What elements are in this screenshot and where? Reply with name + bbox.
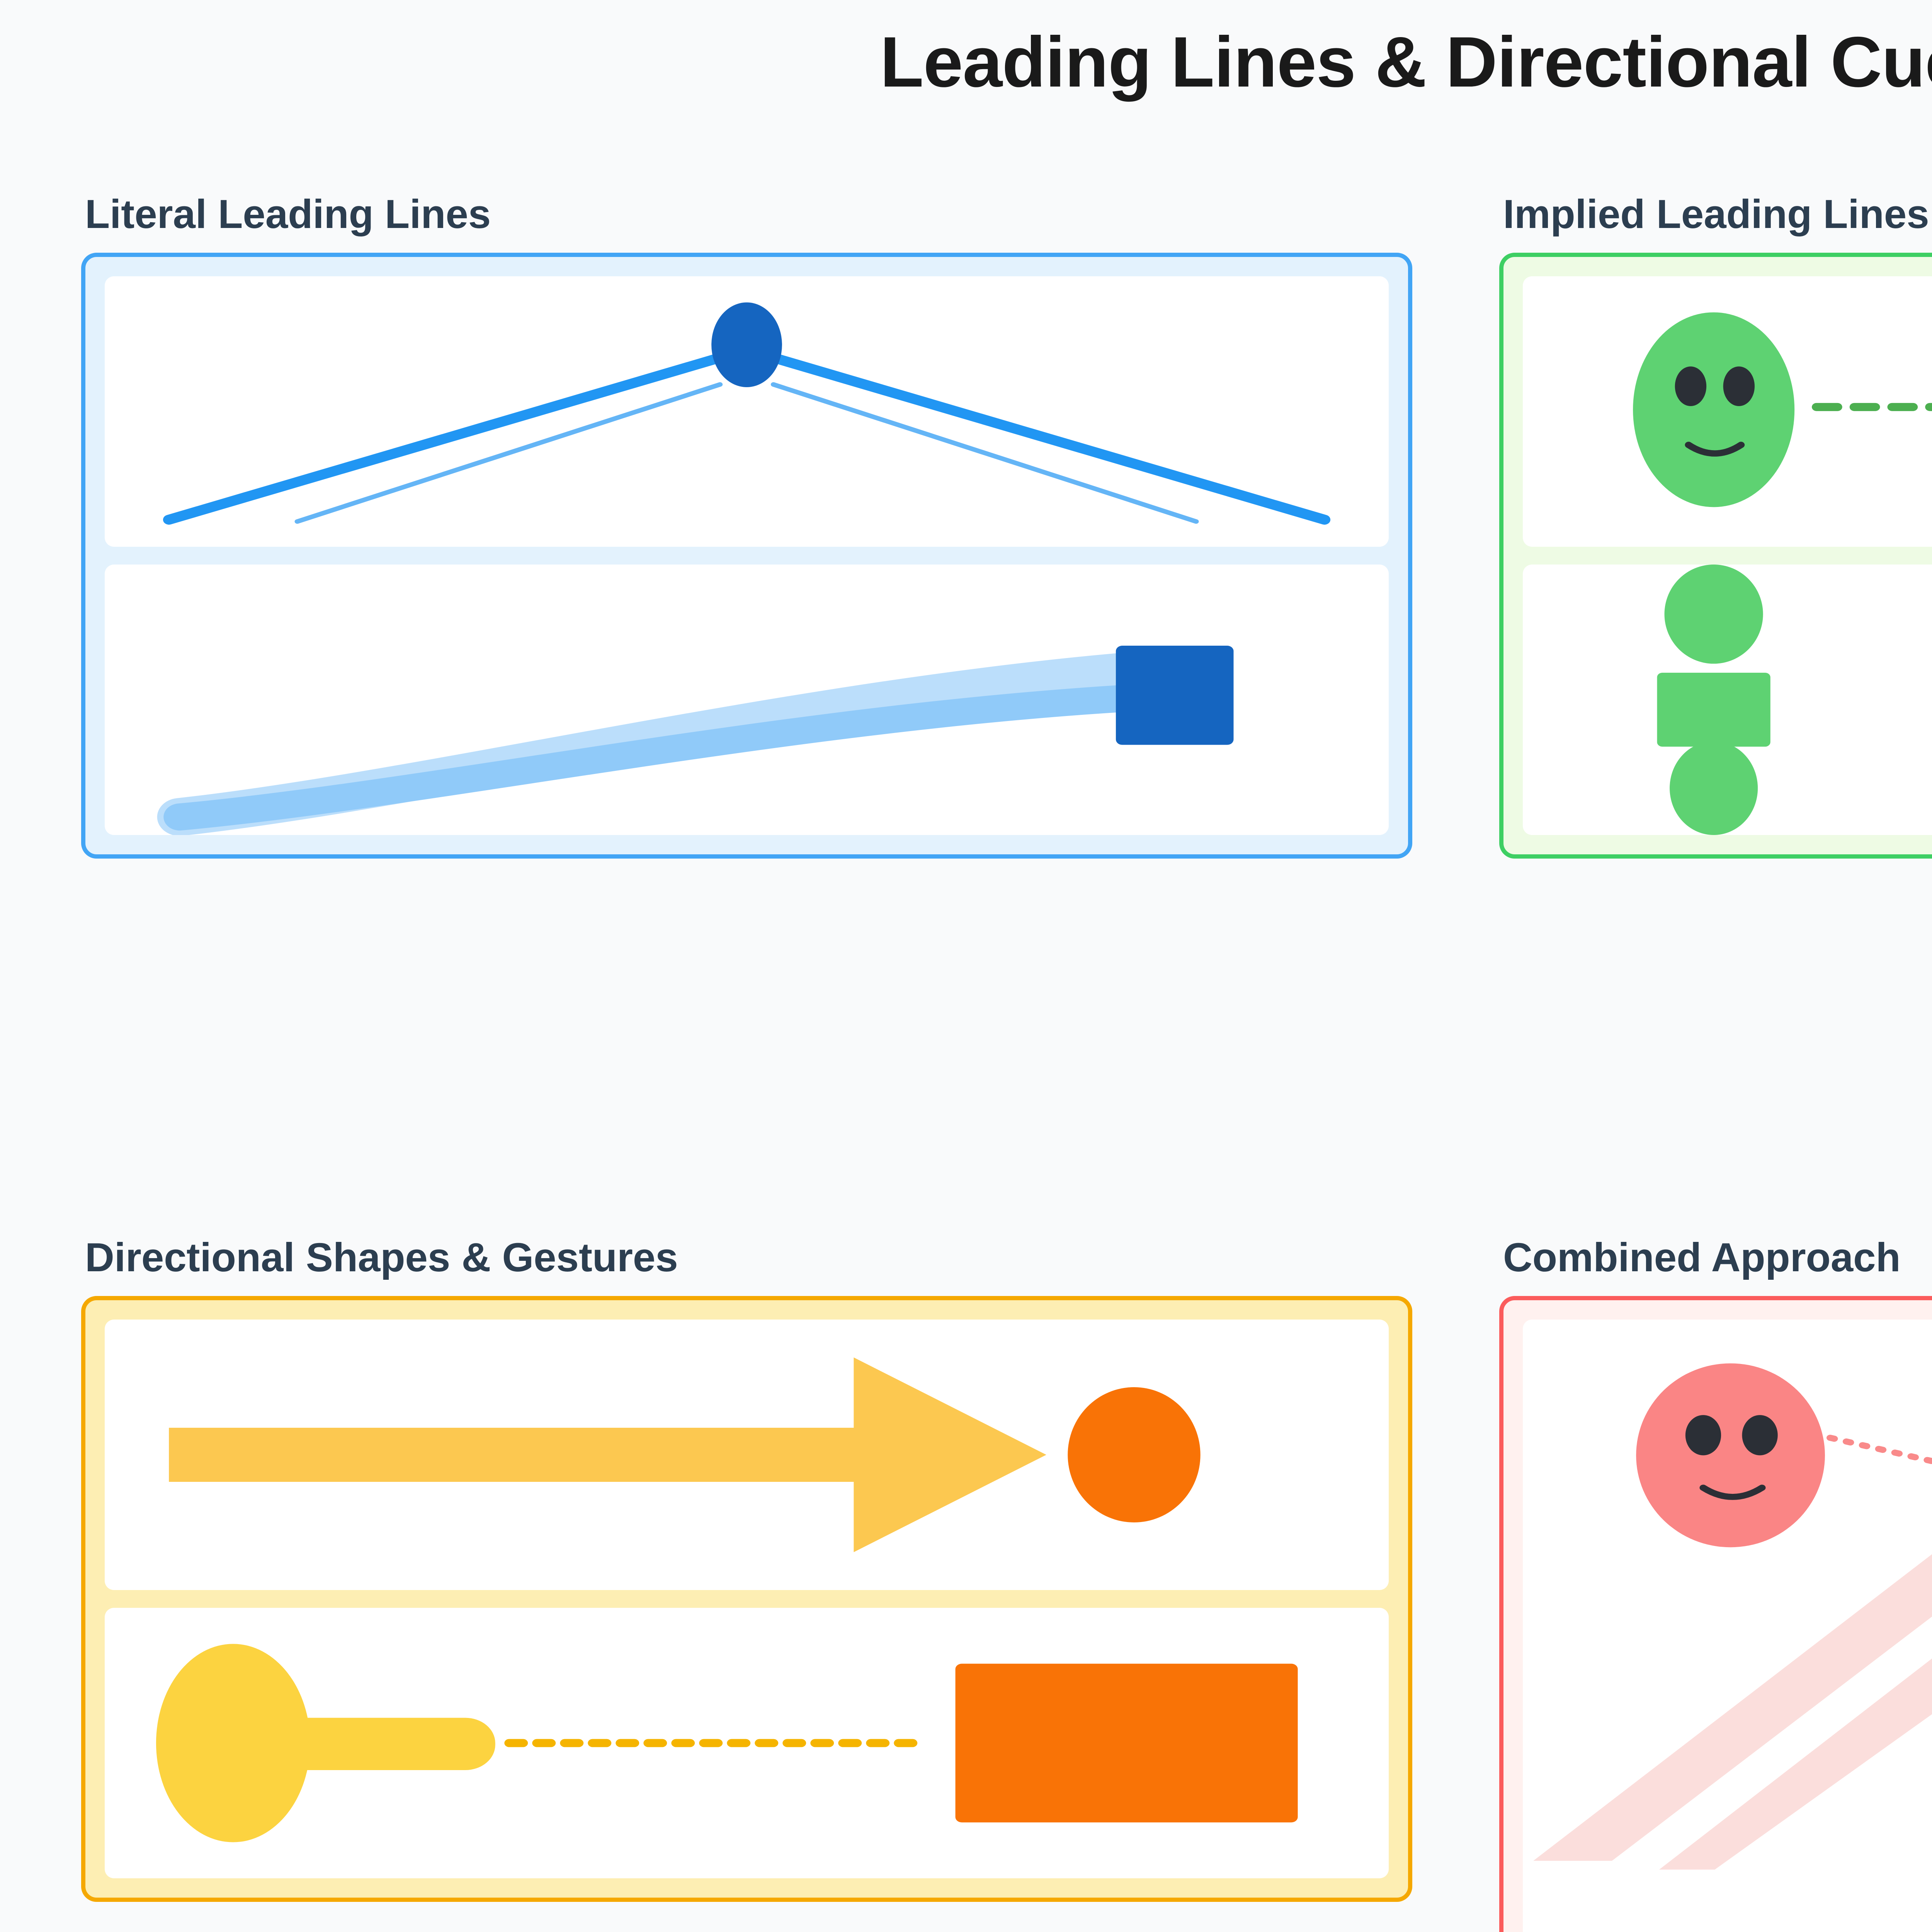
- repetition-cue-stage: [1523, 564, 1932, 835]
- leading-line-thin-right: [770, 382, 1199, 524]
- pointing-gesture-svg: [156, 1644, 1298, 1842]
- quadrant-directional-shapes: Directional Shapes & Gestures: [81, 1235, 1412, 1902]
- eye-left-icon: [1675, 366, 1707, 406]
- section-title-literal: Literal Leading Lines: [85, 192, 491, 237]
- quadrant-combined-approach: Combined Approach: [1499, 1235, 1932, 1932]
- focal-point-circle: [711, 302, 782, 387]
- combined-stage: [1523, 1319, 1932, 1932]
- gaze-cue-svg: [1633, 312, 1932, 507]
- rhythm-circle-bottom: [1670, 741, 1758, 835]
- rhythm-square-middle: [1657, 672, 1770, 747]
- arrow-target-circle: [1068, 1387, 1201, 1522]
- quadrant-implied-leading-lines: Implied Leading Lines: [1499, 191, 1932, 859]
- panel-shapes: [81, 1296, 1412, 1902]
- section-title-shapes: Directional Shapes & Gestures: [85, 1235, 678, 1280]
- arrow-stage: [105, 1319, 1389, 1590]
- converging-lines-svg: [163, 302, 1331, 525]
- hand-palm: [156, 1644, 310, 1842]
- panel-combined: [1499, 1296, 1932, 1932]
- repetition-cue-svg: [1657, 564, 1770, 835]
- curved-line-svg: [157, 645, 1234, 835]
- curve-target-rectangle: [1116, 645, 1234, 745]
- pointing-gesture-stage: [105, 1607, 1389, 1878]
- leading-line-thick-right: [773, 354, 1331, 525]
- pointing-target-rectangle: [955, 1663, 1298, 1823]
- eye-right-icon: [1723, 366, 1755, 406]
- direction-arrow: [169, 1357, 1046, 1552]
- diagonal-bar-back: [1533, 1554, 1932, 1861]
- section-title-implied: Implied Leading Lines: [1503, 192, 1929, 237]
- section-title-combined: Combined Approach: [1503, 1235, 1901, 1280]
- combined-face-head: [1636, 1363, 1825, 1548]
- page-title: Leading Lines & Directional Cues: [880, 22, 1932, 102]
- combined-gaze-dotted-line: [1826, 1434, 1932, 1464]
- panel-implied: [1499, 252, 1932, 859]
- hand-pointing-finger: [265, 1718, 495, 1770]
- combined-eye-right-icon: [1742, 1415, 1778, 1456]
- converging-lines-stage: [105, 276, 1389, 547]
- quadrant-literal-leading-lines: Literal Leading Lines: [81, 191, 1412, 859]
- curved-line-stage: [105, 564, 1389, 835]
- rhythm-circle-top: [1664, 564, 1763, 664]
- gaze-cue-stage: [1523, 276, 1932, 547]
- panel-literal: [81, 252, 1412, 859]
- combined-smile-icon: [1699, 1485, 1766, 1500]
- face-head: [1633, 312, 1795, 507]
- arrow-svg: [169, 1357, 1201, 1552]
- leading-line-thin-left: [294, 382, 723, 524]
- curve-main-stroke: [163, 684, 1148, 831]
- leading-line-thick-left: [163, 354, 721, 525]
- combined-eye-left-icon: [1685, 1415, 1721, 1456]
- smile-icon: [1685, 441, 1745, 457]
- combined-svg: [1533, 1363, 1932, 1870]
